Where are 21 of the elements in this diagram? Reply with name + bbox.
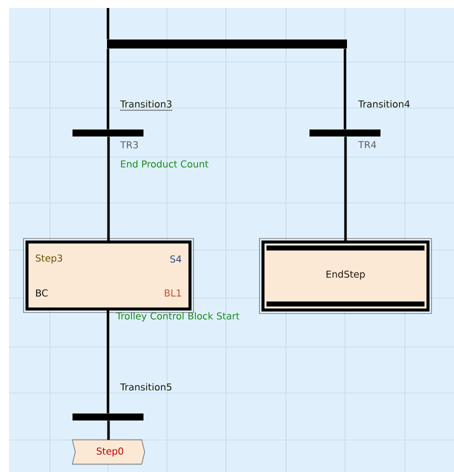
- transition-label: Transition3: [120, 100, 173, 111]
- jump-tag: Step0: [72, 439, 146, 465]
- connector-line: [106, 48, 110, 130]
- connector-line: [107, 136, 110, 240]
- transition-comment: TR3: [120, 141, 138, 148]
- transition-comment: End Product Count: [121, 160, 208, 168]
- transition-bar: [310, 130, 380, 136]
- connector-line: [106, 310, 110, 414]
- transition-bar: [72, 130, 144, 136]
- end-step-box: EndStep: [259, 238, 432, 314]
- step-comment: Trolley Control Block Start: [116, 312, 240, 322]
- sync-bar: [107, 40, 347, 48]
- connector-line: [344, 48, 346, 130]
- transition-bar: [72, 414, 144, 420]
- connector-line: [107, 420, 110, 440]
- transition-label: Transition4: [358, 100, 410, 108]
- transition-comment: TR4: [358, 141, 376, 148]
- connector-line: [344, 136, 347, 240]
- step-box: Step3 S4 BC BL1: [23, 238, 194, 313]
- connector-line: [106, 8, 110, 40]
- transition-label: Transition5: [120, 383, 172, 391]
